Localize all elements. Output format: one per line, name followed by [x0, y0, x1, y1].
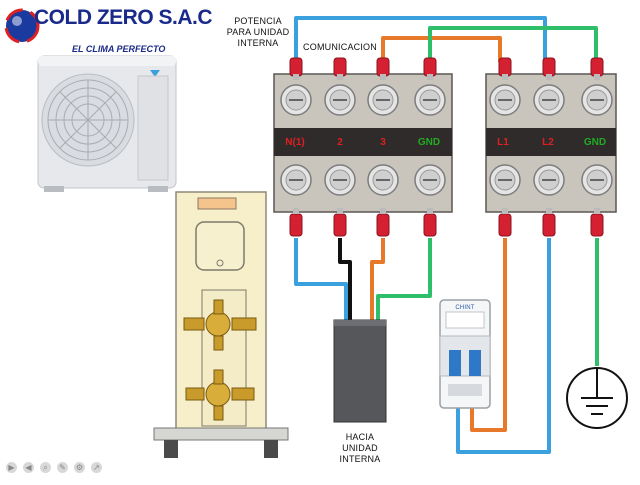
brand-tagline: EL CLIMA PERFECTO: [72, 44, 166, 54]
communication-label: COMUNICACION: [303, 42, 377, 52]
connector-top-icon: [498, 57, 512, 77]
play-icon[interactable]: ▶: [6, 462, 17, 473]
connector-pin: [380, 74, 386, 80]
wire-orange-left: [370, 238, 385, 322]
connector-bottom-icon: [289, 213, 303, 237]
terminal-label-l1: L1: [497, 137, 509, 148]
outdoor-ac-unit: [37, 55, 177, 192]
connector-pin: [546, 74, 552, 80]
search-icon[interactable]: ⌕: [40, 462, 51, 473]
circuit-breaker: [439, 299, 491, 409]
wire-green-left: [376, 238, 432, 322]
terminal-strip-right: [486, 128, 616, 156]
connector-pin: [427, 208, 433, 214]
terminal-label-3: 3: [380, 137, 386, 148]
connector-top-icon: [376, 57, 390, 77]
connector-bottom-icon: [498, 213, 512, 237]
to-indoor-label: HACIA UNIDAD INTERNA: [339, 432, 381, 464]
connector-pin: [380, 208, 386, 214]
wire-orange-top: [381, 36, 502, 62]
connector-bottom-icon: [590, 213, 604, 237]
settings-icon[interactable]: ⚙: [74, 462, 85, 473]
terminal-blocks: [273, 57, 617, 237]
player-toolbar: ▶ ◀ ⌕ ✎ ⚙ ↗: [6, 462, 102, 473]
terminal-label-l2: L2: [542, 137, 554, 148]
brand-mark-icon: [150, 70, 160, 77]
power-label: POTENCIA PARA UNIDAD INTERNA: [226, 16, 290, 48]
connector-pin: [546, 208, 552, 214]
connector-bottom-icon: [376, 213, 390, 237]
connector-top-icon: [333, 57, 347, 77]
connector-top-icon: [423, 57, 437, 77]
connector-pin: [594, 74, 600, 80]
connector-pin: [427, 74, 433, 80]
ground-icon: [566, 367, 628, 429]
breaker-brand: CHINT: [455, 305, 475, 311]
connector-pin: [337, 208, 343, 214]
connector-pin: [502, 74, 508, 80]
connector-pin: [293, 74, 299, 80]
connector-bottom-icon: [542, 213, 556, 237]
terminal-label-gnd-left: GND: [417, 137, 441, 148]
wire-green-top: [428, 26, 598, 62]
wire-blue-top: [294, 16, 547, 62]
connector-pin: [293, 208, 299, 214]
valve-upper-icon: [183, 299, 257, 351]
wire-orange-breaker: [470, 238, 507, 432]
wires-top: [294, 16, 598, 62]
connector-pin: [502, 208, 508, 214]
logo-globe-icon: [4, 8, 40, 44]
connector-bottom-icon: [333, 213, 347, 237]
connector-top-icon: [590, 57, 604, 77]
connector-bottom-icon: [423, 213, 437, 237]
wire-blue-left: [294, 238, 348, 322]
wire-blue-breaker: [456, 238, 551, 454]
valve-panel: [153, 191, 289, 458]
connector-pin: [337, 74, 343, 80]
terminal-label-2: 2: [337, 137, 343, 148]
connector-pin: [594, 208, 600, 214]
share-icon[interactable]: ↗: [91, 462, 102, 473]
terminal-label-n1: N(1): [285, 137, 305, 148]
terminal-strip-left: [274, 128, 452, 156]
connector-top-icon: [542, 57, 556, 77]
valve-lower-icon: [185, 369, 255, 421]
prev-icon[interactable]: ◀: [23, 462, 34, 473]
brand-name: COLD ZERO S.A.C: [34, 6, 213, 29]
wire-black: [338, 238, 352, 322]
terminal-label-gnd-right: GND: [583, 137, 607, 148]
indoor-junction-box: [333, 319, 387, 423]
connector-top-icon: [289, 57, 303, 77]
wires-bottom: [294, 238, 599, 454]
edit-icon[interactable]: ✎: [57, 462, 68, 473]
